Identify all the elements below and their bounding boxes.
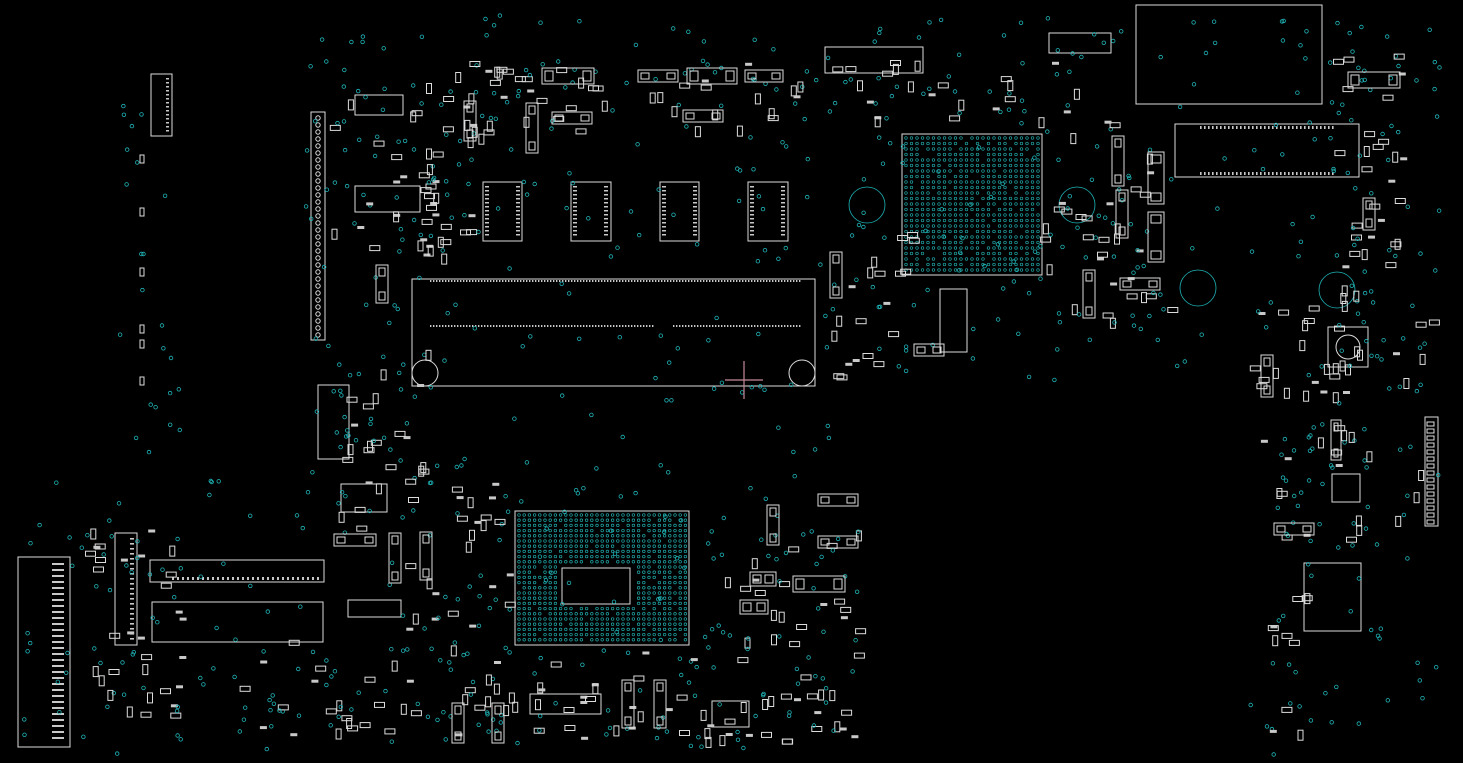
right-edge-connector[interactable] [1424, 416, 1439, 527]
memory-chip-2[interactable] [570, 181, 612, 242]
component-left-upper[interactable] [354, 185, 421, 213]
inductor-right[interactable] [1058, 186, 1096, 224]
inductor-left[interactable] [848, 186, 886, 224]
memory-chip-4[interactable] [747, 181, 789, 242]
chipset-bga[interactable] [901, 133, 1043, 276]
vertical-connector-left[interactable] [114, 532, 138, 646]
crosshair-icon [725, 361, 763, 399]
qfn-chip-right[interactable] [1327, 326, 1369, 368]
component-bottom-center[interactable] [529, 693, 602, 715]
connector-mid-left[interactable] [317, 384, 350, 460]
horizontal-connector-lower[interactable] [151, 601, 324, 643]
shield-area[interactable] [1135, 4, 1323, 105]
cpu-bga[interactable] [514, 510, 690, 646]
connector-top-center[interactable] [824, 46, 924, 74]
inductor-edge[interactable] [1318, 271, 1356, 309]
chip-bottom[interactable] [711, 700, 750, 728]
horizontal-connector-upper[interactable] [149, 559, 325, 583]
long-vertical-connector[interactable] [310, 111, 326, 341]
component-left-top[interactable] [354, 94, 404, 116]
connector-top-right[interactable] [1174, 123, 1360, 178]
memory-chip-1[interactable] [482, 181, 523, 242]
inductor-far-right[interactable] [1179, 269, 1217, 307]
cpu-die-cutout [561, 567, 631, 605]
chip-right-lower[interactable] [1303, 562, 1362, 632]
memory-slot[interactable] [411, 278, 816, 387]
component-outlines [17, 4, 1439, 748]
qfn-chip-small[interactable] [1331, 473, 1361, 503]
mounting-hole [788, 359, 816, 387]
memory-chip-3[interactable] [659, 181, 700, 242]
mounting-hole [411, 359, 439, 387]
left-edge-connector[interactable] [17, 556, 71, 748]
small-connector-top-left[interactable] [150, 73, 173, 137]
connector-under-chipset[interactable] [939, 288, 968, 353]
small-connector-top[interactable] [1048, 32, 1112, 54]
generated-detail [22, 13, 1442, 757]
component-left-bottom[interactable] [347, 599, 402, 618]
